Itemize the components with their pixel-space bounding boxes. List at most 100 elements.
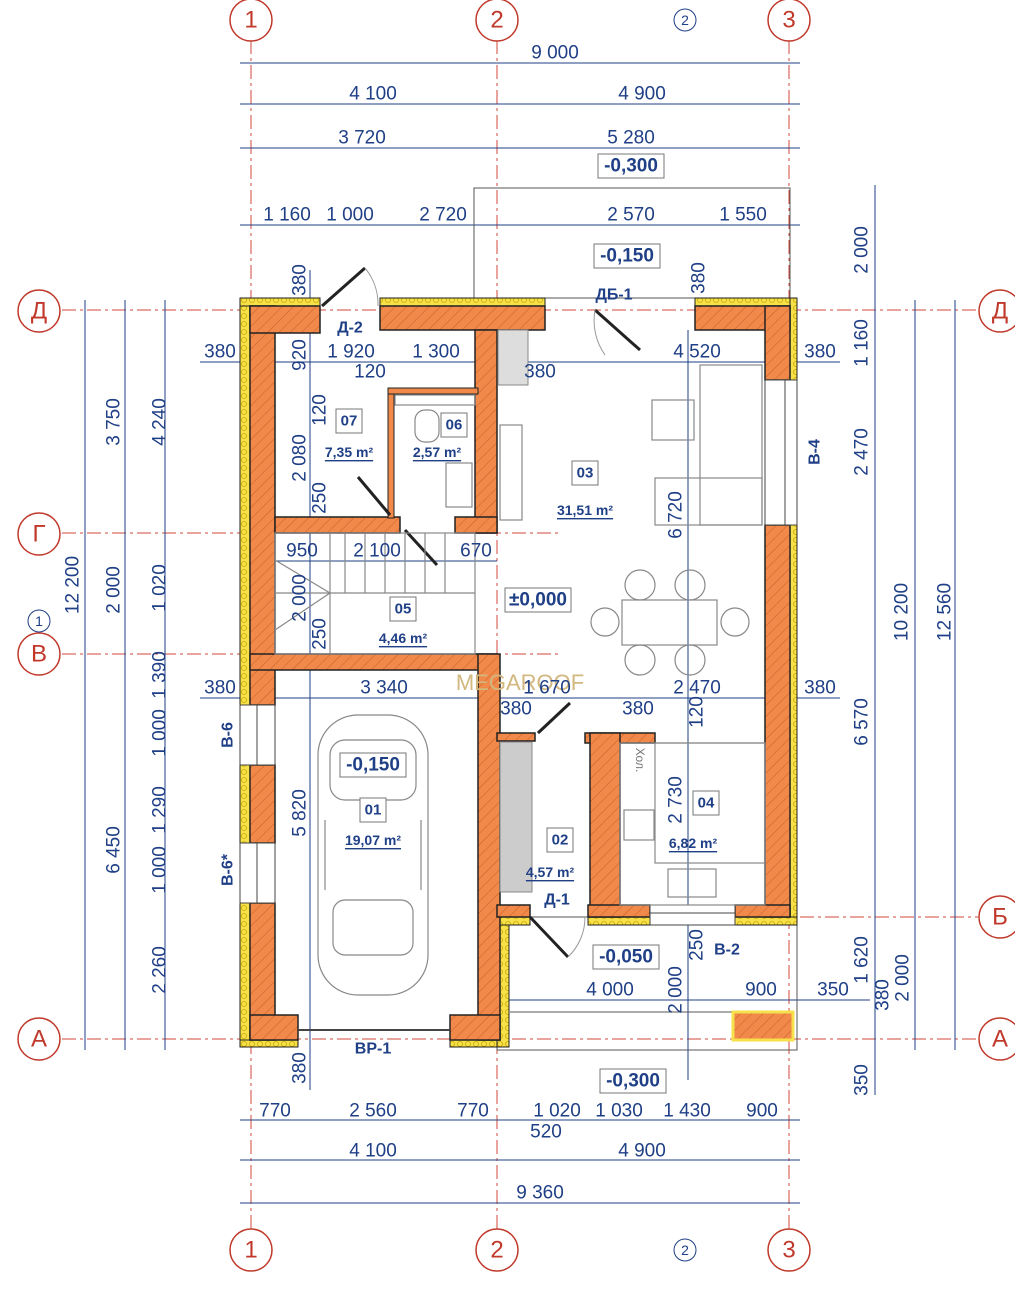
- dimension-label: 250: [687, 929, 708, 961]
- room-area: 2,57 m²: [413, 444, 462, 460]
- section-label: 2: [681, 12, 689, 28]
- watermark: MEGAROOF: [456, 670, 584, 695]
- stairs-icon: [274, 532, 476, 655]
- dimension-label: 520: [530, 1122, 562, 1143]
- dimension-label: 2 100: [353, 541, 401, 562]
- dimension-label: 4 000: [586, 980, 634, 1001]
- bathroom-fixtures-icon: [394, 329, 529, 521]
- axis-label-top: 3: [782, 7, 795, 34]
- dimension-label: 4 100: [349, 1141, 397, 1162]
- room-number: 05: [395, 601, 412, 618]
- room-number-box: [546, 827, 574, 853]
- room-number-box: [692, 790, 720, 816]
- dimension-label: 120: [354, 362, 386, 383]
- section-marker-icon: [673, 8, 697, 32]
- dimension-label: 2 000: [290, 574, 311, 622]
- dimension-label: 1 000: [150, 846, 171, 894]
- room-number: 03: [577, 465, 594, 482]
- dimension-label: 5 280: [607, 128, 655, 149]
- room-number-box: [440, 412, 468, 438]
- dimension-label: 2 470: [852, 428, 873, 476]
- level-marker-box: [339, 752, 407, 778]
- axis-bubble: [229, 1228, 273, 1272]
- room-area: 4,57 m²: [526, 864, 575, 880]
- dimension-label: 120: [687, 696, 708, 728]
- fridge-label: Хол.: [633, 748, 647, 773]
- opening-mark: ВР-1: [355, 1041, 392, 1058]
- dimension-label: 380: [622, 699, 654, 720]
- room-number: 07: [341, 413, 358, 430]
- dimension-label: 3 340: [360, 678, 408, 699]
- dimension-label: 6 570: [852, 698, 873, 746]
- dimension-label: 380: [804, 342, 836, 363]
- axis-label-right: Б: [992, 904, 1008, 931]
- furniture: [274, 329, 766, 996]
- dimension-label: 2 470: [673, 678, 721, 699]
- axis-bubble: [475, 0, 519, 42]
- dimension-label: 1 020: [150, 564, 171, 612]
- axis-label-bottom: 3: [782, 1237, 795, 1264]
- car-icon: [317, 714, 429, 996]
- dimension-label: 1 160: [263, 205, 311, 226]
- dimension-lines: [84, 62, 956, 1204]
- dimension-label: 1 290: [150, 786, 171, 834]
- dimension-label: 3 720: [338, 128, 386, 149]
- opening-mark: В-6*: [220, 853, 237, 886]
- axis-bubble: [229, 0, 273, 42]
- opening-mark: В-2: [714, 942, 740, 959]
- axis-label-bottom: 2: [490, 1237, 503, 1264]
- dimension-label: 250: [310, 618, 331, 650]
- dimension-label: 5 820: [290, 789, 311, 837]
- dimension-label: 4 520: [673, 342, 721, 363]
- section-marker-icon: [27, 609, 51, 633]
- dimension-label: 350: [852, 1064, 873, 1096]
- room-number: 01: [365, 802, 382, 819]
- axis-label-top: 2: [490, 7, 503, 34]
- dimension-label: 1 160: [852, 319, 873, 367]
- dimension-label: 1 000: [150, 709, 171, 757]
- level-marker: -0,150: [600, 246, 654, 267]
- dimension-label: 6 720: [666, 491, 687, 539]
- room-number-box: [389, 596, 417, 622]
- dimension-label: 2 080: [290, 434, 311, 482]
- room-number: 06: [446, 417, 463, 434]
- axis-label-bottom: 1: [244, 1237, 257, 1264]
- windows: [239, 379, 798, 926]
- dimension-label: 900: [746, 1101, 778, 1122]
- dimension-label: 1 000: [326, 205, 374, 226]
- dimension-label: 1 550: [719, 205, 767, 226]
- dimension-label: 2 000: [104, 566, 125, 614]
- section-label: 2: [681, 1242, 689, 1258]
- room-number: 02: [552, 832, 569, 849]
- dimension-label: 380: [804, 678, 836, 699]
- room-area: 31,51 m²: [557, 502, 613, 518]
- dining-table-icon: [590, 569, 750, 676]
- dimension-label: 4 900: [618, 1141, 666, 1162]
- dimension-label: 380: [290, 264, 311, 296]
- room-number-box: [359, 797, 387, 823]
- dimension-label: 4 240: [150, 398, 171, 446]
- axis-bubble: [978, 1017, 1015, 1061]
- axis-label-right: Д: [992, 298, 1008, 325]
- axis-bubble: [767, 0, 811, 42]
- dimension-label: 670: [460, 541, 492, 562]
- grid-lines: [62, 40, 978, 1230]
- dimension-label: 4 100: [349, 84, 397, 105]
- dimension-label: 10 200: [892, 583, 913, 641]
- axis-label-left: Г: [33, 521, 46, 548]
- dimension-label: 2 560: [349, 1101, 397, 1122]
- dimension-label: 950: [286, 541, 318, 562]
- dimension-label: 2 720: [419, 205, 467, 226]
- room-area: 19,07 m²: [345, 832, 401, 848]
- room-area: 6,82 m²: [669, 835, 718, 851]
- dimension-label: 250: [310, 482, 331, 514]
- dimension-label: 12 560: [935, 583, 956, 641]
- level-marker-box: [597, 153, 665, 179]
- sofa-icon: [651, 364, 763, 526]
- dimension-label: 1 030: [595, 1101, 643, 1122]
- dimension-label: 380: [524, 362, 556, 383]
- walls: [239, 297, 798, 1048]
- dimension-label: 3 750: [104, 398, 125, 446]
